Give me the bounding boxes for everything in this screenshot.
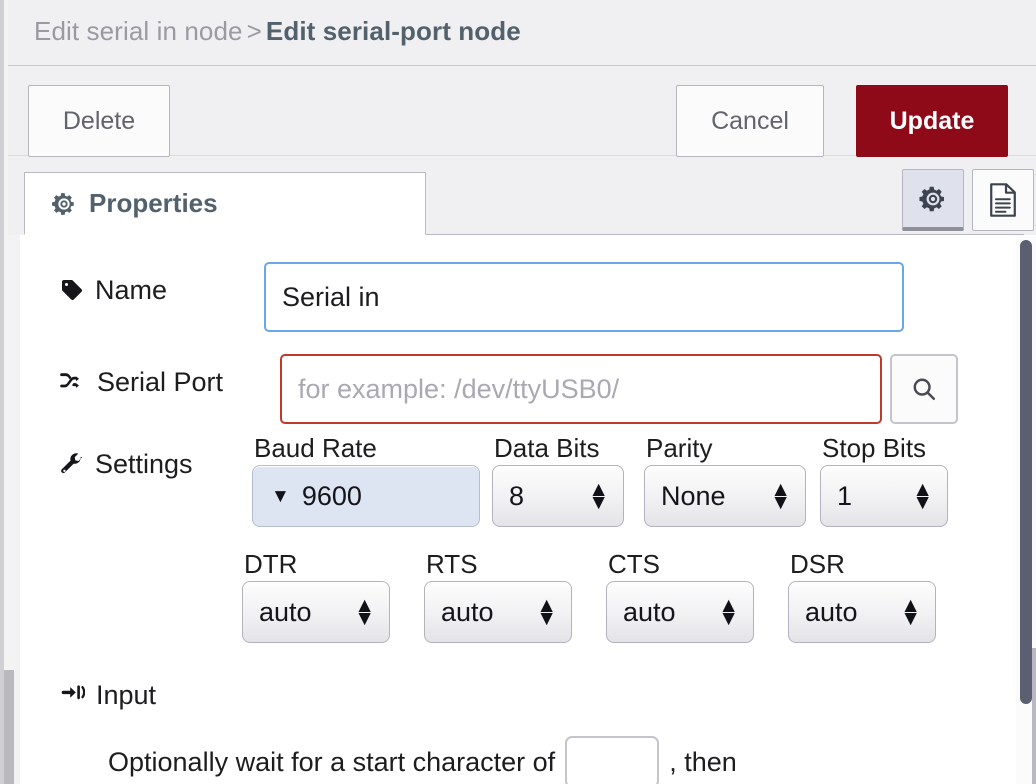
wrench-icon xyxy=(60,452,84,476)
start-character-text-after: , then xyxy=(669,746,737,777)
dtr-caption: DTR xyxy=(244,549,298,579)
dsr-select[interactable]: auto ▲▼ xyxy=(788,581,936,643)
serial-port-label: Serial Port xyxy=(60,361,223,403)
dtr-select[interactable]: auto ▲▼ xyxy=(242,581,390,643)
row-flow-control: DTR auto ▲▼ RTS auto ▲▼ xyxy=(20,549,1020,659)
tag-icon xyxy=(60,278,84,302)
settings-label-text: Settings xyxy=(95,448,193,479)
name-label-text: Name xyxy=(95,274,168,305)
tab-strip: Properties xyxy=(8,157,1036,235)
gear-icon xyxy=(51,191,77,217)
stop-bits-caption: Stop Bits xyxy=(822,433,927,463)
dsr-value: auto xyxy=(805,596,858,627)
description-pane-button[interactable] xyxy=(972,169,1034,231)
serial-port-search-button[interactable] xyxy=(890,354,958,424)
properties-panel: Name Serial Port xyxy=(20,235,1020,784)
sign-in-icon xyxy=(60,684,85,706)
breadcrumb-parent[interactable]: Edit serial in node xyxy=(34,16,243,46)
spinner-arrows-icon: ▲▼ xyxy=(900,593,921,630)
baud-rate-caption: Baud Rate xyxy=(254,433,377,463)
spinner-arrows-icon: ▲▼ xyxy=(354,593,375,630)
dialog-scrollbar-left-edge[interactable] xyxy=(4,670,14,784)
row-settings: Settings Baud Rate ▼ 9600 Data Bits 8 xyxy=(20,433,1020,543)
search-icon xyxy=(910,375,938,403)
dtr-value: auto xyxy=(259,596,312,627)
parity-caption: Parity xyxy=(646,433,713,463)
stop-bits-value: 1 xyxy=(837,480,853,511)
cts-select[interactable]: auto ▲▼ xyxy=(606,581,754,643)
start-character-input[interactable] xyxy=(565,736,660,784)
data-bits-value: 8 xyxy=(509,480,525,511)
spinner-arrows-icon: ▲▼ xyxy=(536,593,557,630)
dsr-caption: DSR xyxy=(790,549,845,579)
dialog-scrollbar-right-edge[interactable] xyxy=(1032,648,1036,784)
serial-port-label-text: Serial Port xyxy=(97,366,224,397)
parity-select[interactable]: None ▲▼ xyxy=(644,465,806,527)
random-shuffle-icon xyxy=(60,370,86,394)
stop-bits-select[interactable]: 1 ▲▼ xyxy=(820,465,948,527)
start-character-text-before: Optionally wait for a start character of xyxy=(108,746,556,777)
rts-caption: RTS xyxy=(426,549,478,579)
data-bits-select[interactable]: 8 ▲▼ xyxy=(492,465,624,527)
chevron-down-icon: ▼ xyxy=(271,485,290,507)
cts-value: auto xyxy=(623,596,676,627)
tab-strip-rule xyxy=(24,234,1024,235)
delete-button[interactable]: Delete xyxy=(28,85,170,157)
tab-properties[interactable]: Properties xyxy=(24,172,426,235)
cts-caption: CTS xyxy=(608,549,660,579)
row-serial-port: Serial Port xyxy=(20,341,1020,424)
parity-value: None xyxy=(661,480,726,511)
rts-value: auto xyxy=(441,596,494,627)
cancel-button[interactable]: Cancel xyxy=(676,85,824,157)
spinner-arrows-icon: ▲▼ xyxy=(588,477,609,514)
row-input-section: Input Optionally wait for a start charac… xyxy=(20,665,1020,784)
settings-pane-button[interactable] xyxy=(902,169,964,231)
gear-icon xyxy=(919,185,947,213)
dialog-action-bar: Delete Cancel Update xyxy=(8,66,1036,157)
description-icon xyxy=(988,183,1018,217)
breadcrumb-current: Edit serial-port node xyxy=(265,16,521,46)
input-section-label: Input xyxy=(96,679,157,710)
name-label: Name xyxy=(60,269,167,311)
spinner-arrows-icon: ▲▼ xyxy=(718,593,739,630)
baud-rate-value: 9600 xyxy=(301,480,362,511)
settings-label: Settings xyxy=(60,443,193,485)
update-button[interactable]: Update xyxy=(856,85,1008,157)
spinner-arrows-icon: ▲▼ xyxy=(912,477,933,514)
baud-rate-combobox[interactable]: ▼ 9600 xyxy=(252,465,480,527)
input-section-heading: Input xyxy=(60,675,156,715)
row-name: Name xyxy=(20,249,1020,332)
rts-select[interactable]: auto ▲▼ xyxy=(424,581,572,643)
panel-scrollbar-thumb[interactable] xyxy=(1020,240,1032,704)
tab-properties-label: Properties xyxy=(89,188,218,218)
dialog-titlebar: Edit serial in node>Edit serial-port nod… xyxy=(8,0,1036,66)
breadcrumb-separator: > xyxy=(246,16,262,46)
start-character-sentence: Optionally wait for a start character of… xyxy=(108,735,737,784)
name-input[interactable] xyxy=(264,262,904,332)
breadcrumb: Edit serial in node>Edit serial-port nod… xyxy=(34,16,521,47)
serial-port-input[interactable] xyxy=(280,354,882,424)
spinner-arrows-icon: ▲▼ xyxy=(770,477,791,514)
data-bits-caption: Data Bits xyxy=(494,433,600,463)
